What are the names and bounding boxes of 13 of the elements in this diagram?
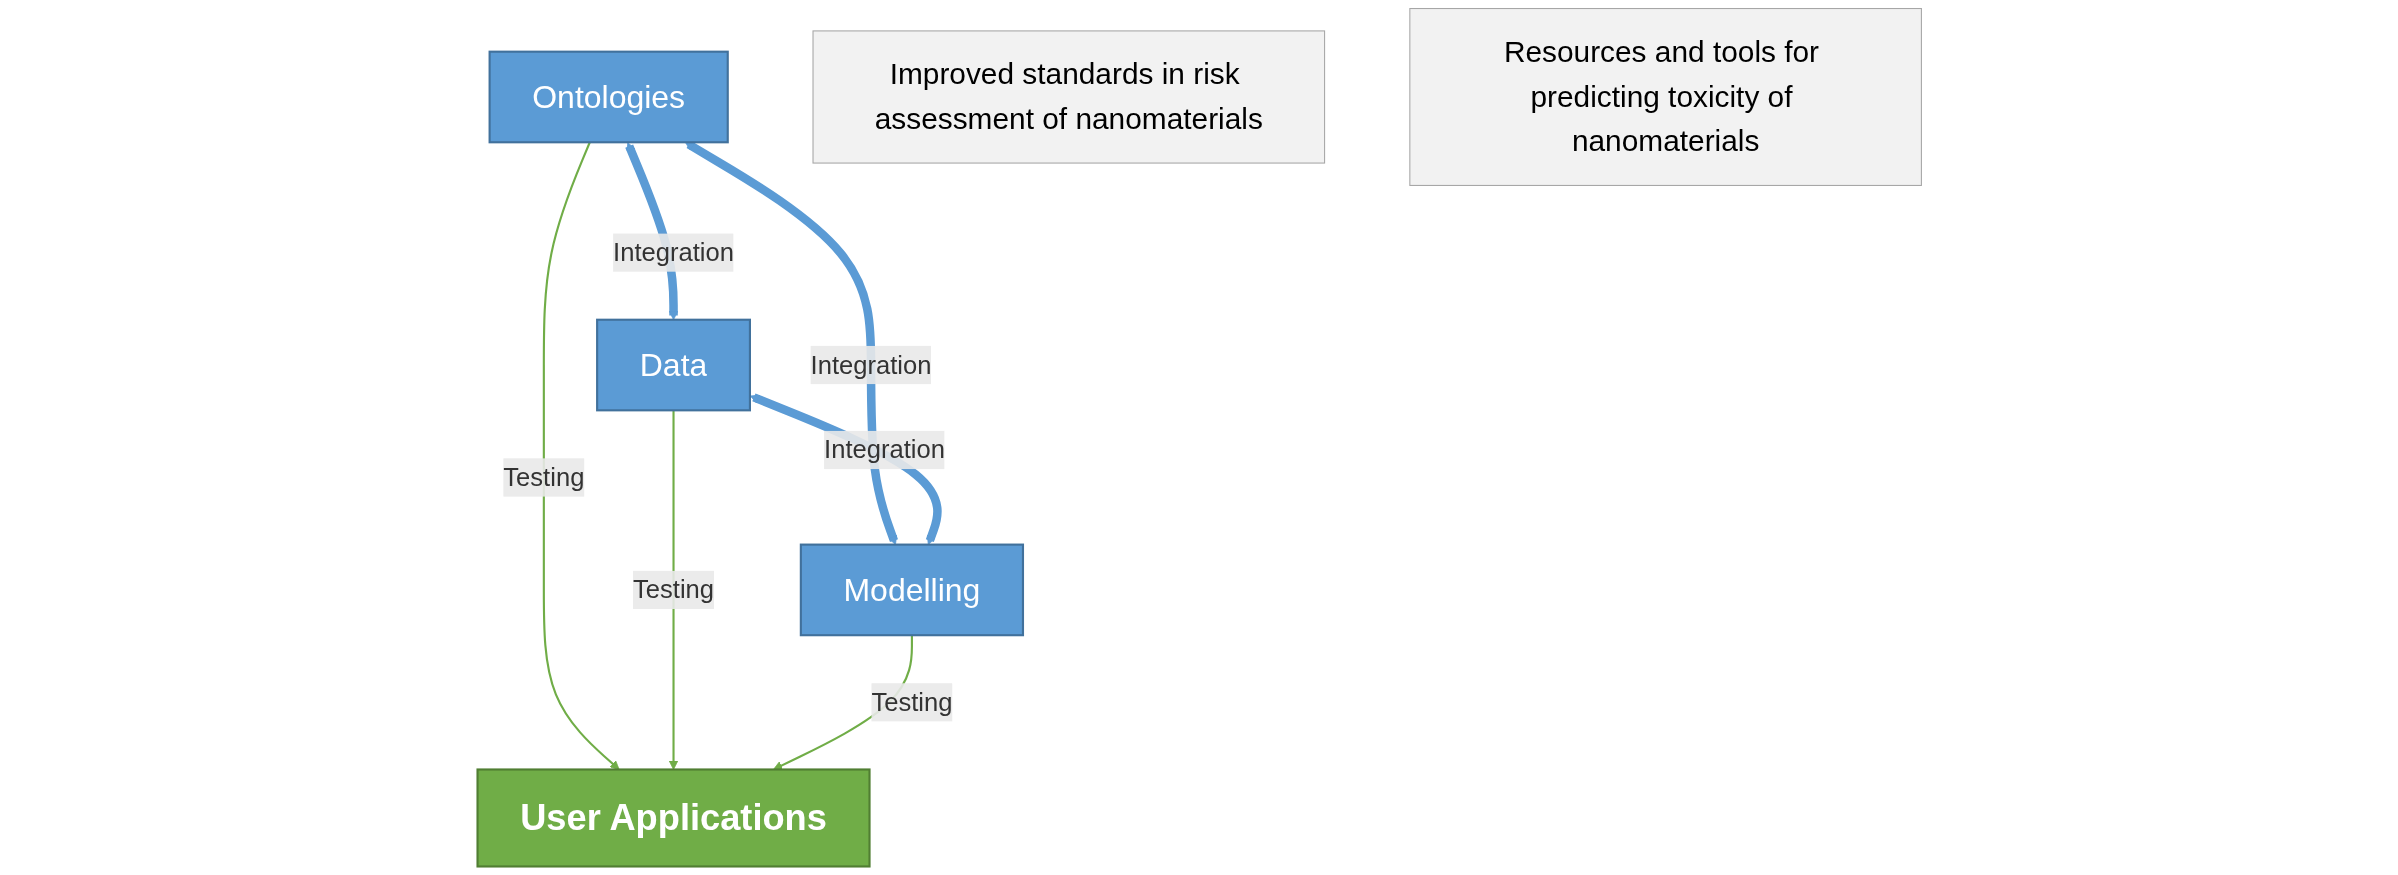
node-box: Resources and tools for predicting toxicity of nanomaterials (1408, 8, 1922, 186)
node-box: Data (595, 318, 751, 412)
edge-label: Integration (823, 435, 945, 464)
edge-label: Testing (632, 574, 714, 604)
node-box: Modelling (799, 543, 1024, 637)
edge-label: Testing (502, 462, 584, 492)
edge-label: Integration (810, 350, 931, 379)
node-box: Improved standards in risk assessment of nanomaterials (812, 30, 1325, 164)
arrow (668, 410, 678, 770)
edge-label: Integration (612, 237, 734, 267)
edge-label: Testing (870, 687, 952, 717)
node-box: Ontologies (488, 50, 729, 144)
node-box: User Applications (476, 768, 871, 868)
